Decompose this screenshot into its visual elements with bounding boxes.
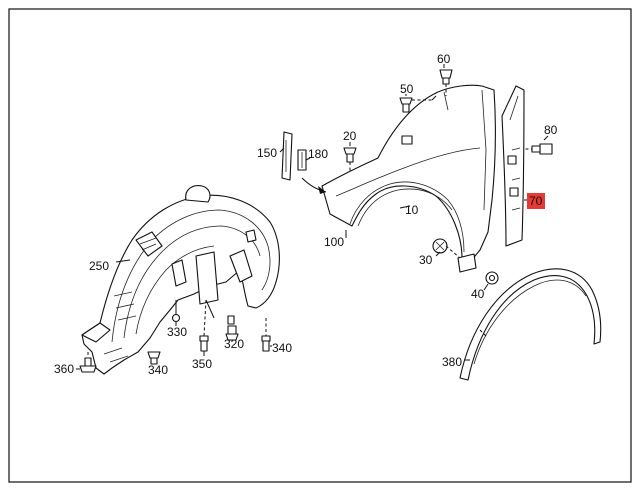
callout-340-left[interactable]: 340 bbox=[148, 363, 168, 377]
leader-lines bbox=[76, 64, 549, 370]
callout-80[interactable]: 80 bbox=[544, 123, 558, 137]
clip-360-icon[interactable] bbox=[79, 352, 97, 373]
seal-70[interactable] bbox=[501, 85, 525, 247]
callout-20[interactable]: 20 bbox=[343, 129, 357, 143]
strip-150-icon[interactable] bbox=[281, 131, 293, 181]
callout-360[interactable]: 360 bbox=[54, 362, 74, 376]
clip-340a-icon[interactable] bbox=[147, 351, 161, 365]
wheel-arch-trim-380[interactable] bbox=[459, 268, 602, 381]
clip-30-icon[interactable] bbox=[432, 238, 461, 259]
assembly-arrow bbox=[301, 177, 327, 194]
bolt-60-icon[interactable] bbox=[439, 69, 453, 96]
screw-320-icon[interactable] bbox=[205, 299, 239, 341]
front-fender[interactable] bbox=[321, 84, 496, 263]
screw-330-icon[interactable] bbox=[171, 300, 181, 323]
screw-350-icon[interactable] bbox=[199, 299, 209, 352]
callout-10[interactable]: 10 bbox=[405, 203, 419, 217]
bolt-80-icon[interactable] bbox=[520, 143, 553, 155]
screw-320-b-icon[interactable] bbox=[227, 315, 235, 325]
diagram-frame bbox=[8, 8, 632, 483]
callout-380[interactable]: 380 bbox=[442, 355, 462, 369]
callout-50[interactable]: 50 bbox=[400, 82, 414, 96]
highlight-box-70 bbox=[527, 193, 545, 209]
callout-150[interactable]: 150 bbox=[257, 146, 277, 160]
nut-40-icon[interactable] bbox=[485, 271, 499, 285]
callout-340-right[interactable]: 340 bbox=[272, 341, 292, 355]
callout-40[interactable]: 40 bbox=[471, 287, 485, 301]
callout-250[interactable]: 250 bbox=[89, 259, 109, 273]
bolt-20-icon[interactable] bbox=[343, 147, 357, 172]
callout-330[interactable]: 330 bbox=[167, 325, 187, 339]
bracket-30-icon[interactable] bbox=[457, 253, 477, 273]
callout-70[interactable]: 70 bbox=[529, 194, 543, 208]
clip-180-icon[interactable] bbox=[297, 149, 307, 171]
bolt-50-icon[interactable] bbox=[399, 97, 432, 113]
callout-60[interactable]: 60 bbox=[437, 52, 451, 66]
clip-340b-icon[interactable] bbox=[261, 318, 271, 352]
callout-180[interactable]: 180 bbox=[308, 147, 328, 161]
callout-100[interactable]: 100 bbox=[324, 235, 344, 249]
callout-350[interactable]: 350 bbox=[192, 357, 212, 371]
callout-30[interactable]: 30 bbox=[419, 253, 433, 267]
callout-320[interactable]: 320 bbox=[224, 337, 244, 351]
wheel-arch-liner[interactable] bbox=[81, 185, 280, 375]
